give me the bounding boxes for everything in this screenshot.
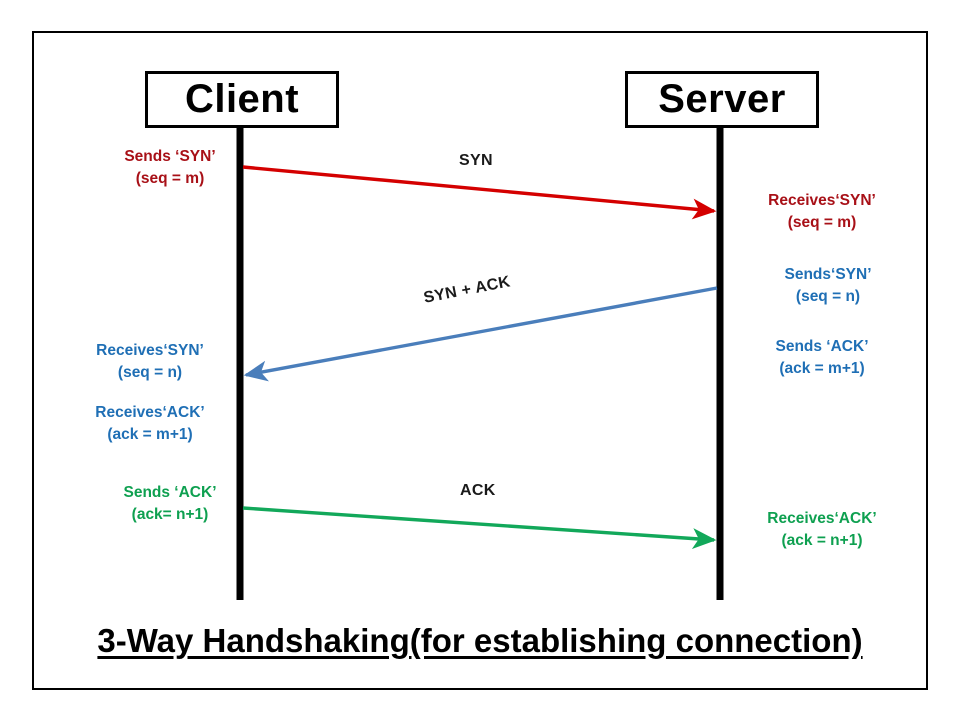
client-node-label: Client [184, 77, 300, 121]
note-client-sends-ack: Sends ‘ACK’ (ack= n+1) [96, 482, 244, 527]
note-line: Receives‘SYN’ [768, 192, 876, 209]
note-line: Receives‘SYN’ [96, 342, 204, 359]
note-line: (seq = m) [135, 170, 205, 188]
note-client-sends-syn: Sends ‘SYN’ (seq = m) [96, 146, 244, 191]
note-line: (ack = m+1) [779, 360, 865, 378]
note-client-receives-ack: Receives‘ACK’ (ack = m+1) [76, 402, 224, 447]
note-line: (ack= n+1) [131, 506, 209, 524]
note-line: (seq = n) [795, 288, 861, 306]
note-line: Sends ‘SYN’ [124, 148, 216, 165]
wire-label-syn: SYN [459, 152, 493, 169]
note-line: (ack = n+1) [781, 532, 863, 550]
note-line: Sends‘SYN’ [784, 266, 872, 283]
note-server-receives-syn: Receives‘SYN’ (seq = m) [742, 190, 902, 235]
note-line: Sends ‘ACK’ [123, 484, 217, 501]
note-line: Receives‘ACK’ [767, 510, 877, 527]
note-line: Sends ‘ACK’ [775, 338, 869, 355]
note-server-sends-syn: Sends‘SYN’ (seq = n) [748, 264, 908, 309]
note-line: (seq = n) [117, 364, 183, 382]
wire-label-ack: ACK [460, 482, 496, 499]
note-line: Receives‘ACK’ [95, 404, 205, 421]
note-line: (seq = m) [787, 214, 857, 232]
diagram-title: 3-Way Handshaking(for establishing conne… [97, 622, 863, 659]
note-line: (ack = m+1) [107, 426, 193, 444]
client-node-box: Client [145, 71, 339, 128]
note-client-receives-syn: Receives‘SYN’ (seq = n) [76, 340, 224, 385]
server-node-label: Server [658, 77, 786, 121]
server-node-box: Server [625, 71, 819, 128]
note-server-receives-ack: Receives‘ACK’ (ack = n+1) [742, 508, 902, 553]
note-server-sends-ack: Sends ‘ACK’ (ack = m+1) [742, 336, 902, 381]
